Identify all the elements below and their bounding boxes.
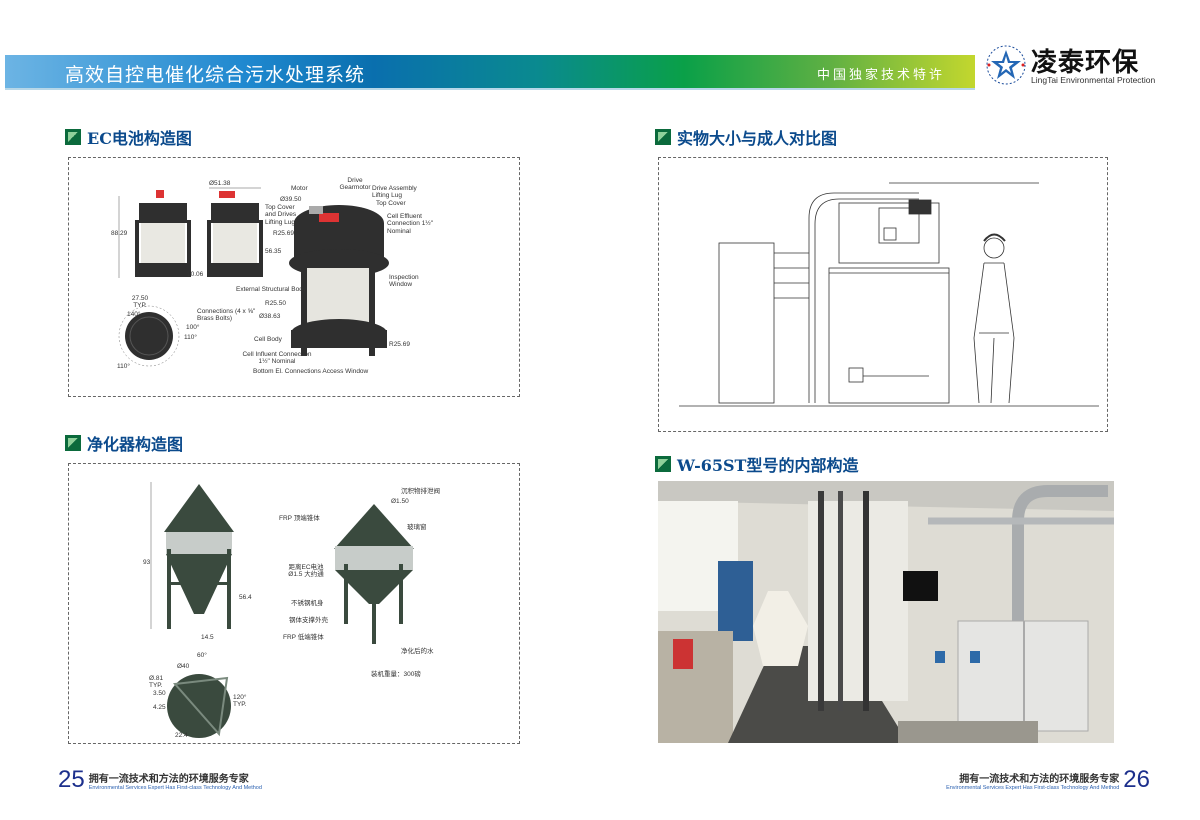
part-label: 距离EC电池 Ø1.5 大约通	[288, 564, 324, 579]
header-underline	[5, 88, 975, 90]
part-label: Bottom El. Connections Access Window	[253, 368, 369, 375]
part-label: Cell Effluent Connection 1½" Nominal	[387, 213, 434, 235]
section-title-text: 净化器构造图	[87, 435, 184, 454]
interior-photo	[658, 481, 1114, 743]
purifier-drawing	[150, 482, 414, 738]
part-label: 装机重量：300磅	[371, 671, 421, 678]
page-number: 26	[1123, 766, 1150, 793]
part-label: 沉积物排泄阀	[401, 488, 440, 495]
scale-line-drawing	[679, 182, 1099, 407]
dim-label: 27.50 TYP.	[131, 295, 149, 310]
logo-name-cn: 凌泰环保	[1031, 48, 1140, 78]
dim-label: R25.50	[265, 300, 286, 307]
dim-label: 110°	[184, 334, 197, 341]
dim-label: 56.35	[265, 248, 282, 255]
dim-label: Ø1.50	[391, 498, 409, 505]
dim-label: Ø38.63	[259, 313, 281, 320]
part-label: Top Cover and Drives Lifting Lug	[265, 204, 297, 226]
dim-label: 10.06	[187, 271, 204, 278]
dim-label: Ø51.38	[209, 180, 231, 187]
ec-cell-drawing	[118, 187, 389, 367]
dim-label: R25.69	[273, 230, 294, 237]
section-title-scale: 实物大小与成人对比图	[655, 125, 837, 149]
part-label: 玻璃窗	[407, 524, 427, 531]
dim-label: Ø.81 TYP.	[149, 675, 164, 690]
dim-label: R25.69	[389, 341, 410, 348]
ec-diagram-frame: Ø51.38 88.29 56.35 10.06 Motor Drive Gea…	[68, 157, 520, 397]
part-label: 不锈钢机身	[291, 600, 324, 607]
part-label: Inspection Window	[389, 274, 419, 289]
part-label: 净化后的水	[401, 648, 434, 655]
part-label: Connections (4 x ⅝" Brass Bolts)	[197, 308, 256, 323]
star-emblem-icon	[986, 45, 1026, 85]
part-label: 钢体支撑外壳	[289, 617, 328, 624]
purifier-diagram-frame: 93 56.4 14.5 60° Ø40 Ø.81 TYP. 3.50 4.25…	[68, 463, 520, 744]
part-label: Drive Gearmotor	[339, 177, 371, 192]
section-title-ec: EC电池构造图	[65, 125, 192, 149]
section-title-text: 实物大小与成人对比图	[677, 129, 838, 148]
section-bullet-icon	[65, 435, 81, 451]
footer-slogan-cn: 拥有一流技术和方法的环境服务专家	[959, 773, 1120, 785]
dim-label: 100°	[186, 324, 200, 331]
dim-label: Ø40	[177, 663, 190, 670]
section-bullet-icon	[65, 129, 81, 145]
dim-label: 14.5	[201, 634, 214, 641]
part-label: FRP 低端锥体	[283, 634, 324, 641]
footer-slogan-en: Environmental Services Expert Has First-…	[88, 784, 262, 791]
dim-label: 88.29	[111, 230, 128, 237]
section-title-purifier: 净化器构造图	[65, 431, 183, 455]
company-logo: 凌泰环保 LingTai Environmental Protection	[985, 40, 1175, 90]
section-title-interior: W-65ST型号的内部构造	[655, 452, 858, 476]
page-number: 25	[58, 766, 85, 793]
page-title: 高效自控电催化综合污水处理系统	[65, 64, 366, 86]
part-label: Cell Body	[254, 336, 282, 343]
part-label: External Structural Body	[236, 286, 307, 293]
dim-label: 93	[143, 559, 151, 566]
header-banner: 高效自控电催化综合污水处理系统 中国独家技术特许	[5, 55, 975, 88]
dim-label: 4.25	[153, 704, 166, 711]
part-label: Cell Influent Connection 1½" Nominal	[242, 351, 312, 366]
dim-label: 22.4	[175, 732, 188, 739]
dim-label: 3.50	[153, 690, 166, 697]
part-label: FRP 顶端锥体	[279, 515, 320, 522]
part-label: Motor	[291, 185, 308, 192]
dim-label: 140°	[127, 311, 141, 318]
dim-label: 56.4	[239, 594, 252, 601]
scale-drawing-frame	[658, 157, 1108, 432]
section-bullet-icon	[655, 456, 671, 472]
dim-label: Ø39.50	[280, 196, 302, 203]
logo-name-en: LingTai Environmental Protection	[1031, 75, 1156, 85]
dim-label: 120° TYP.	[233, 694, 247, 709]
section-bullet-icon	[655, 129, 671, 145]
footer-slogan-en: Environmental Services Expert Has First-…	[946, 784, 1120, 791]
dim-label: 110°	[117, 363, 130, 370]
footer-slogan-cn: 拥有一流技术和方法的环境服务专家	[88, 773, 249, 785]
dim-label: 60°	[197, 652, 207, 659]
part-label: Drive Assembly Lifting Lug	[372, 185, 417, 200]
part-label: Top Cover	[376, 200, 406, 207]
section-title-text: W-65ST型号的内部构造	[677, 456, 859, 475]
header-subtitle: 中国独家技术特许	[816, 68, 945, 83]
section-title-text: EC电池构造图	[87, 129, 192, 148]
